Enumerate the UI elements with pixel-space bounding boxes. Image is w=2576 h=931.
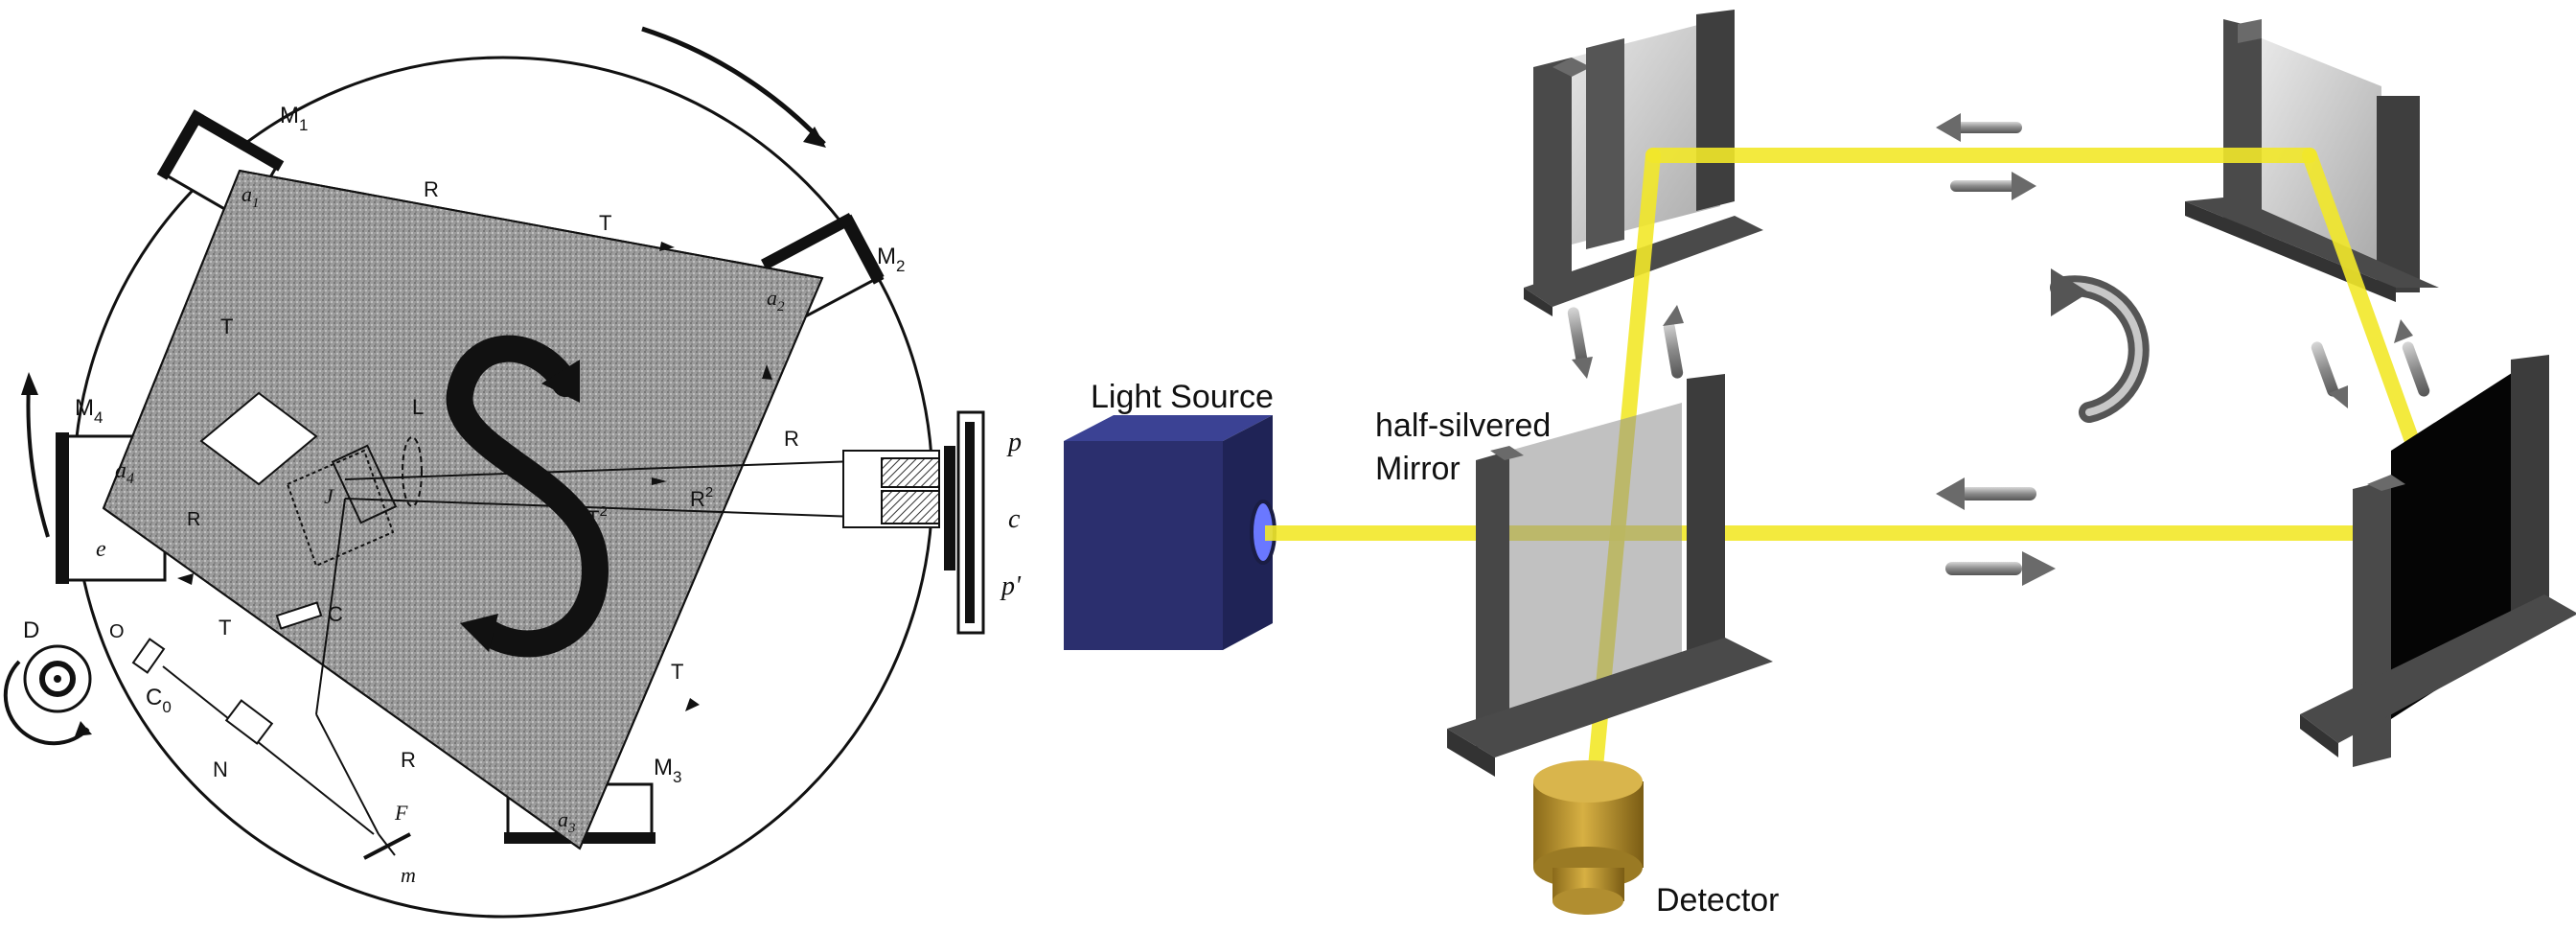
mark-a3: a bbox=[558, 807, 568, 831]
beam-t2: T bbox=[586, 506, 599, 530]
mark-e: e bbox=[96, 537, 106, 562]
label-detector: Detector bbox=[1656, 882, 1780, 919]
label-p-prime: p' bbox=[1000, 571, 1022, 601]
svg-text:T2: T2 bbox=[586, 503, 608, 530]
beam-r-left: R bbox=[187, 509, 200, 530]
beam-t-top: T bbox=[599, 211, 611, 235]
label-c: C bbox=[328, 602, 343, 626]
label-f: F bbox=[394, 801, 408, 825]
svg-text:M1: M1 bbox=[280, 103, 308, 134]
label-half-silvered: half-silvered bbox=[1375, 407, 1551, 444]
mirror-back-right bbox=[2185, 19, 2439, 302]
beam-r-top: R bbox=[424, 177, 439, 201]
arrow-down-icon bbox=[2311, 341, 2348, 408]
direction-arrows bbox=[1567, 113, 2430, 586]
rotation-arrow-top bbox=[641, 26, 826, 146]
label-o: O bbox=[109, 621, 125, 642]
beam-t-left: T bbox=[220, 314, 233, 338]
lamp-d bbox=[3, 644, 92, 746]
svg-text:a2: a2 bbox=[767, 286, 785, 314]
label-p: p bbox=[1006, 428, 1022, 457]
arrow-left-icon bbox=[1936, 477, 2036, 510]
beam-r-right: R bbox=[784, 427, 799, 451]
collimator bbox=[131, 638, 411, 860]
mark-a2: a bbox=[767, 286, 777, 310]
label-d: D bbox=[23, 617, 39, 643]
label-light-source: Light Source bbox=[1091, 379, 1274, 415]
sagnac-s-symbol bbox=[446, 335, 609, 658]
label-n: N bbox=[213, 757, 228, 781]
label-c0: C bbox=[146, 685, 162, 710]
svg-text:M2: M2 bbox=[877, 244, 905, 275]
beam-t-right: T bbox=[671, 660, 683, 684]
rotation-arrow-icon bbox=[2050, 268, 2150, 423]
beam-splitter-box bbox=[199, 391, 398, 568]
svg-text:a4: a4 bbox=[115, 458, 134, 487]
arrow-left-icon bbox=[1936, 113, 2022, 142]
svg-text:a3: a3 bbox=[558, 807, 576, 836]
ring-interferometer: Light Source half-silvered Mirror Detect… bbox=[1064, 10, 2576, 919]
arrow-right-icon bbox=[1945, 551, 2056, 586]
label-m4: M bbox=[75, 395, 94, 421]
beam-t-bottom: T bbox=[218, 616, 231, 640]
rotation-arrow-left bbox=[26, 383, 50, 538]
svg-text:M4: M4 bbox=[75, 395, 103, 427]
arrow-up-icon bbox=[2394, 319, 2430, 397]
label-c-plate: c bbox=[1008, 504, 1021, 534]
mirror-front-right bbox=[2300, 355, 2576, 767]
photo-plate bbox=[956, 410, 985, 635]
label-j: J bbox=[324, 484, 334, 508]
label-mirror: Mirror bbox=[1375, 451, 1460, 487]
half-silvered-mirror bbox=[1447, 374, 1773, 777]
light-source bbox=[1064, 415, 1276, 650]
svg-text:a1: a1 bbox=[242, 182, 260, 211]
mark-a1: a bbox=[242, 182, 252, 206]
beam-arrows bbox=[177, 242, 772, 711]
svg-text:M3: M3 bbox=[654, 755, 681, 786]
beam-r-bottom: R bbox=[401, 748, 416, 772]
beam-lines bbox=[103, 170, 883, 856]
svg-text:C0: C0 bbox=[146, 685, 172, 716]
sketch-labels: M1 M2 M3 M4 a1 a2 a3 a4 e R T T R T R T … bbox=[23, 103, 1022, 887]
telescope-tube bbox=[842, 446, 955, 570]
arrow-down-icon bbox=[1567, 307, 1593, 379]
arrow-up-icon bbox=[1663, 305, 1684, 379]
label-m3: M bbox=[654, 755, 673, 780]
arrow-right-icon bbox=[1950, 172, 2036, 200]
detector bbox=[1533, 760, 1644, 915]
label-m1: M bbox=[280, 103, 299, 128]
sagnac-sketch: M1 M2 M3 M4 a1 a2 a3 a4 e R T T R T R T … bbox=[3, 26, 1022, 919]
beam-r2: R bbox=[690, 487, 705, 511]
compensator-c bbox=[275, 601, 323, 630]
mark-a4: a bbox=[115, 458, 126, 483]
label-m2: M bbox=[877, 244, 896, 269]
svg-text:R2: R2 bbox=[690, 484, 713, 511]
label-lens-l: L bbox=[412, 395, 424, 419]
label-m: m bbox=[401, 863, 416, 887]
lens-l bbox=[402, 436, 423, 507]
